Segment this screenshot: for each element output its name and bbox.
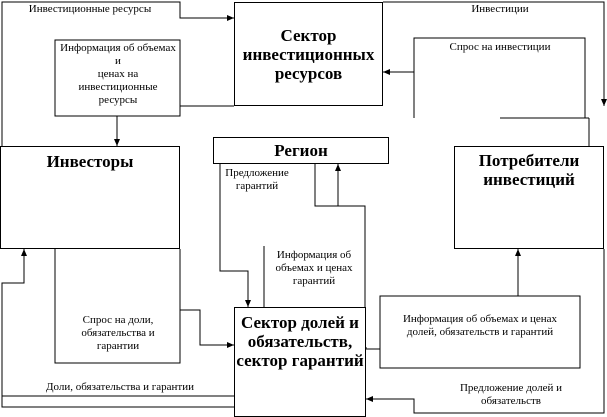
shares-demand-arrow [54, 249, 234, 364]
investment-resources-sector-title: Сектор инвестиционных ресурсов [242, 25, 375, 83]
investors-title: Инвесторы [46, 152, 134, 171]
investment-resources-arrow [1, 1, 234, 146]
investment-resources-sector-box: Сектор инвестиционных ресурсов [234, 2, 383, 106]
investment-resources-label: Инвестиционные ресурсы [6, 3, 174, 16]
investment-demand-arrow [383, 37, 590, 146]
region-title: Регион [274, 141, 328, 160]
investment-demand-label: Спрос на инвестиции [418, 41, 582, 54]
shares-info-center-arrow [263, 164, 366, 307]
shares-demand-label: Спрос на доли, обязательства и гарантии [60, 314, 176, 353]
shares-flow-arrow [1, 249, 234, 408]
shares-offer-arrow [366, 249, 605, 414]
resources-info-label: Информация об объемах и ценах на инвести… [58, 42, 178, 107]
shares-flow-label: Доли, обязательства и гарантии [20, 381, 220, 394]
investments-label: Инвестиции [440, 3, 560, 16]
shares-offer-label: Предложение долей и обязательств [420, 382, 602, 408]
investments-arrow [383, 1, 607, 106]
guarantee-offer-arrow [219, 164, 251, 307]
shares-info-center-label: Информация об объемах и ценах гарантий [266, 249, 362, 288]
investment-consumers-title: Потребители инвестиций [478, 151, 580, 189]
shares-sector-box: Сектор долей и обязательств, сектор гара… [234, 307, 366, 417]
shares-sector-title: Сектор долей и обязательств, сектор гара… [236, 313, 364, 370]
region-box: Регион [213, 137, 389, 164]
investors-box: Инвесторы [0, 146, 180, 249]
investment-consumers-box: Потребители инвестиций [454, 146, 604, 249]
shares-info-right-label: Информация об объемах и ценах долей, обя… [382, 313, 578, 339]
resources-info-arrow [54, 39, 234, 146]
guarantee-offer-label: Предложение гарантий [222, 167, 292, 193]
